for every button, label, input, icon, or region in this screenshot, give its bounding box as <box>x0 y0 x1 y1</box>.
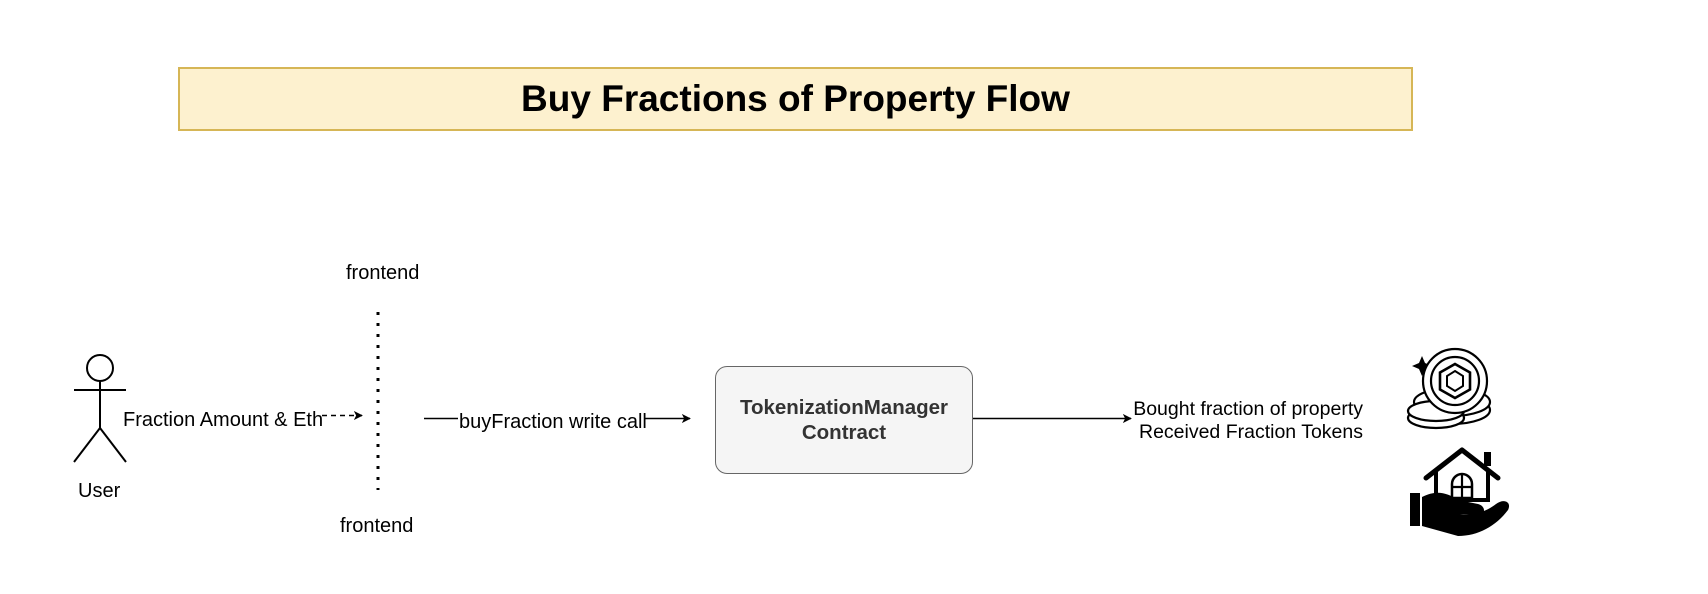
diagram-title: Buy Fractions of Property Flow <box>521 78 1070 119</box>
contract-name: TokenizationManager <box>739 396 949 419</box>
tokenization-manager-contract-node: TokenizationManager Contract <box>715 366 973 474</box>
frontend-to-contract-label: buyFraction write call <box>459 411 647 433</box>
user-label: User <box>78 480 121 502</box>
result-line-2: Received Fraction Tokens <box>1138 421 1363 443</box>
frontend-bottom-label: frontend <box>340 515 414 537</box>
contract-type: Contract <box>801 421 887 444</box>
user-to-frontend-label: Fraction Amount & Eth <box>123 409 324 431</box>
result-line-1: Bought fraction of property <box>1133 398 1363 420</box>
user-actor-icon <box>73 354 127 463</box>
result-label: Bought fraction of property Received Fra… <box>1133 398 1363 444</box>
frontend-top-label: frontend <box>346 262 420 284</box>
title-banner: Buy Fractions of Property Flow <box>178 67 1413 131</box>
coins-token-icon <box>1406 347 1492 430</box>
house-in-hand-icon <box>1410 447 1510 536</box>
